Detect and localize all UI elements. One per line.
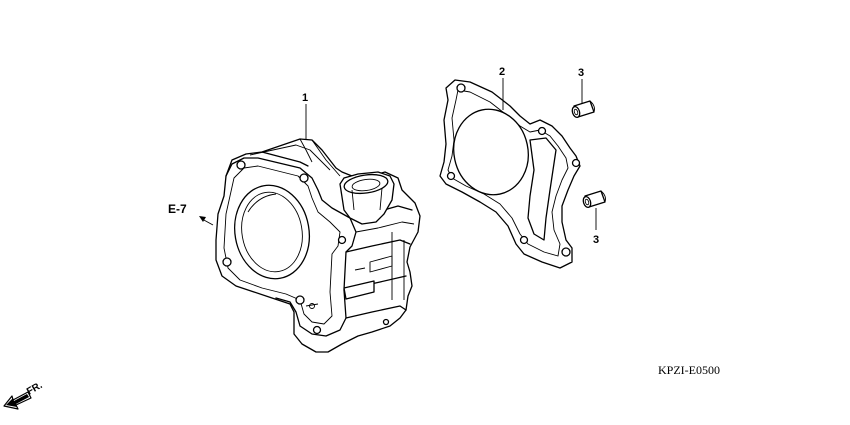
cylinder-part[interactable] [215, 138, 421, 353]
callout-leaders [305, 78, 597, 230]
front-arrow-icon [3, 391, 32, 410]
reference-arrow-icon [199, 216, 214, 226]
front-label: FR. [25, 380, 45, 398]
callout-2: 2 [499, 66, 505, 78]
callout-3-top: 3 [578, 67, 584, 79]
dowel-pin-top[interactable] [571, 100, 595, 118]
cylinder-gasket-part[interactable] [439, 79, 581, 269]
callout-1: 1 [302, 92, 308, 104]
dowel-pin-bottom[interactable] [582, 190, 606, 208]
reference-label[interactable]: E-7 [168, 202, 187, 216]
callout-3-bottom: 3 [593, 234, 599, 246]
diagram-code: KPZI-E0500 [658, 363, 720, 377]
